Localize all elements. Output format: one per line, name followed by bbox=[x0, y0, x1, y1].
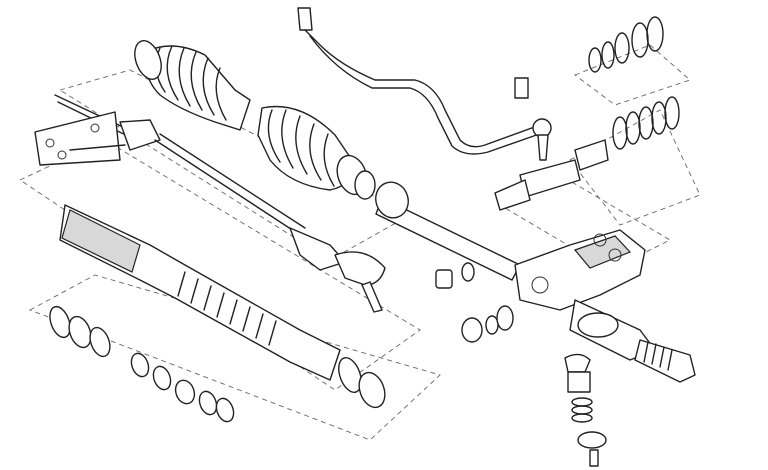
nuts-and-washers bbox=[354, 170, 514, 343]
gear-housing bbox=[514, 229, 696, 383]
bearing-stack bbox=[49, 305, 235, 423]
pinion-gear bbox=[494, 16, 680, 211]
rack-housing bbox=[59, 204, 386, 409]
steering-bellows bbox=[134, 40, 368, 196]
tie-rod-assembly bbox=[34, 111, 386, 313]
steering-linkage bbox=[297, 7, 552, 161]
rack-shaft bbox=[54, 94, 521, 281]
adjuster-stack bbox=[564, 353, 607, 467]
